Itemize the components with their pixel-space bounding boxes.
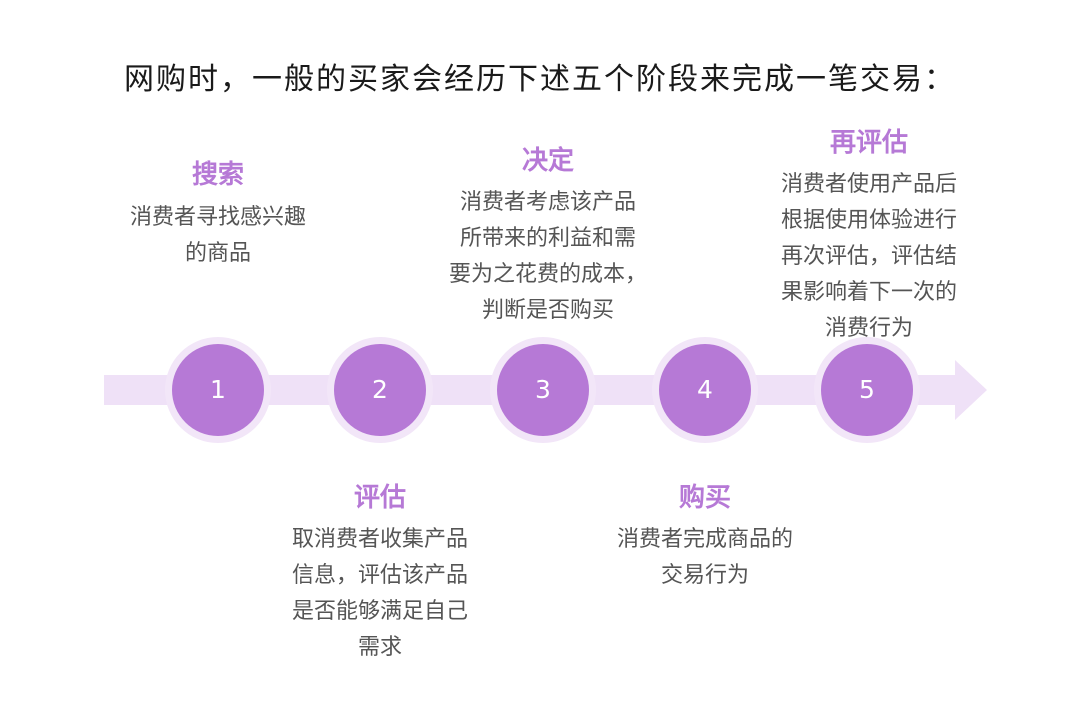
- node-2-number: 2: [372, 375, 388, 404]
- stage-3-title: 决定: [521, 146, 574, 176]
- node-1-number: 1: [210, 375, 226, 404]
- node-4-number: 4: [697, 375, 713, 404]
- stage-2-description: 取消费者收集产品 信息，评估该产品 是否能够满足自己 需求: [291, 527, 468, 660]
- stage-2-title: 评估: [353, 483, 406, 513]
- stage-5-description: 消费者使用产品后 根据使用体验进行 再次评估，评估结 果影响着下一次的 消费行为: [780, 172, 957, 341]
- node-5-number: 5: [859, 375, 875, 404]
- page-title: 网购时，一般的买家会经历下述五个阶段来完成一笔交易：: [124, 62, 956, 97]
- stage-1-title: 搜索: [191, 160, 244, 190]
- node-3-number: 3: [535, 375, 551, 404]
- stage-1-description: 消费者寻找感兴趣 的商品: [129, 205, 306, 266]
- node-4-circle: [659, 344, 751, 436]
- node-2-circle: [334, 344, 426, 436]
- stage-4-title: 购买: [678, 483, 731, 513]
- stage-3-description: 消费者考虑该产品 所带来的利益和需 要为之花费的成本， 判断是否购买: [448, 190, 647, 323]
- node-5-circle: [821, 344, 913, 436]
- stage-4-description: 消费者完成商品的 交易行为: [616, 527, 793, 588]
- stage-5-title: 再评估: [829, 128, 908, 158]
- node-1-circle: [172, 344, 264, 436]
- node-3-circle: [497, 344, 589, 436]
